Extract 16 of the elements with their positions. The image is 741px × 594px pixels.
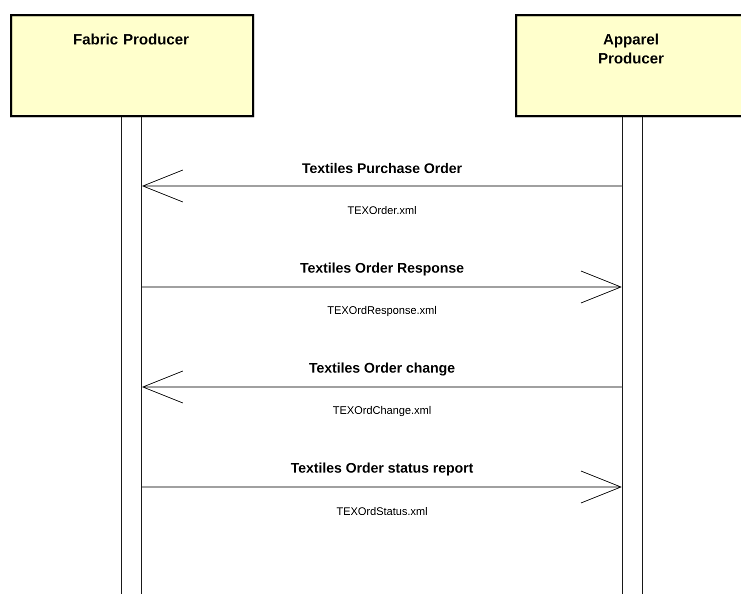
message-label: Textiles Purchase Order [302, 162, 462, 174]
message-arrow [142, 370, 622, 404]
lifeline [622, 115, 643, 594]
message-arrow [142, 170, 622, 202]
participant-box: Apparel Producer [515, 14, 741, 118]
message-label: Textiles Order Response [300, 262, 464, 276]
lifeline [121, 115, 142, 594]
file-name: TEXOrdChange.xml [333, 406, 430, 416]
message-label: Textiles Order status report [290, 462, 474, 476]
message-arrow [141, 470, 622, 504]
file-name: TEXOrdResponse.xml [328, 306, 436, 316]
file-name: TEXOrdStatus.xml [336, 506, 427, 516]
message-arrow [141, 270, 622, 304]
message-label: Textiles Order change [309, 362, 455, 376]
file-name: TEXOrder.xml [348, 206, 416, 214]
participant-box: Fabric Producer [10, 14, 254, 118]
